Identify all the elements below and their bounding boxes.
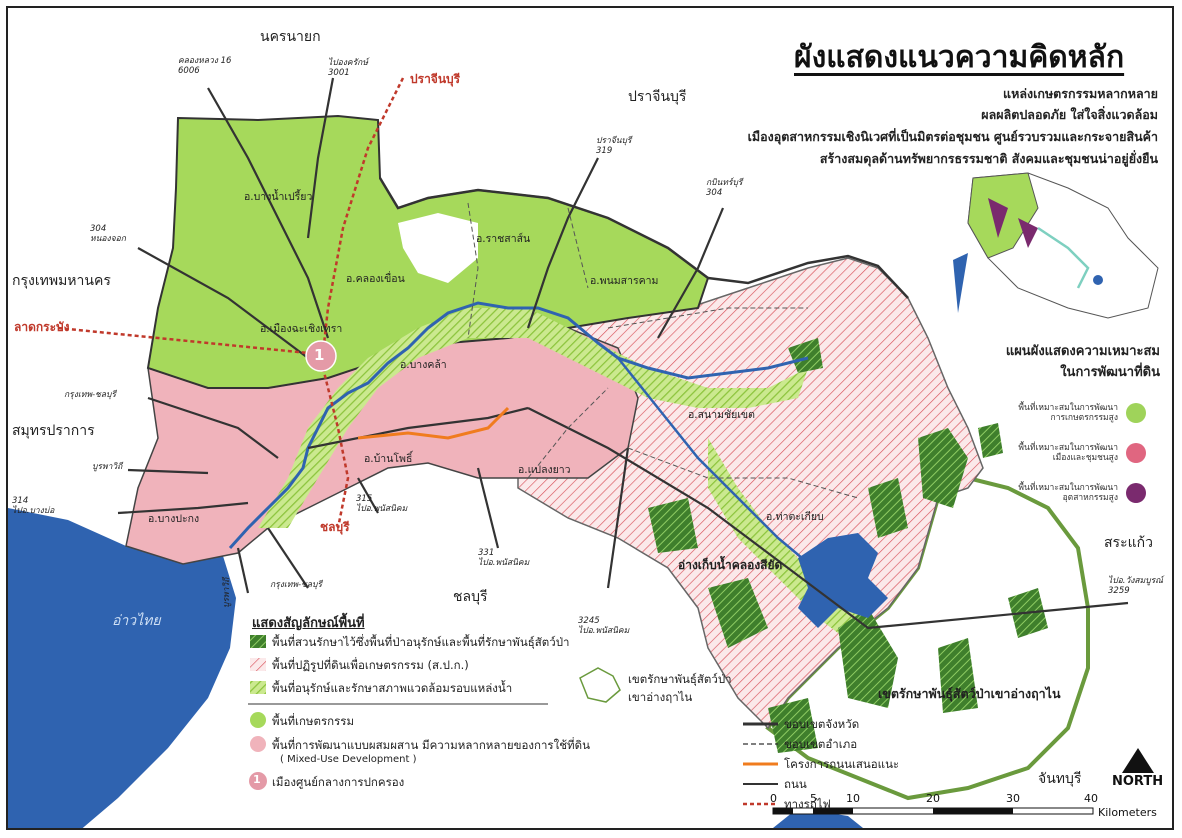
district-bang-khla: อ.บางคล้า	[400, 359, 447, 371]
district-ratchasan: อ.ราชสาส์น	[476, 233, 531, 245]
rail-label-prachinburi: ปราจีนบุรี	[410, 72, 461, 86]
scale-tick-5: 5	[810, 792, 817, 805]
proposed-road	[357, 406, 510, 440]
north-arrow-icon	[1122, 748, 1154, 773]
urban-white-area	[398, 213, 478, 283]
province-boundaries	[378, 177, 909, 299]
scale-unit: Kilometers	[1098, 806, 1157, 819]
reservoir-water	[798, 533, 888, 628]
suitability-swatch-urban	[1126, 443, 1146, 463]
map-canvas	[8, 77, 1159, 828]
reservoir-label: อ่างเก็บน้ำคลองสียัด	[678, 558, 783, 572]
legend-heading: แสดงสัญลักษณ์พื้นที่	[252, 616, 365, 631]
road-label-319: ปราจีนบุรี319	[596, 136, 632, 156]
legend-forest: พื้นที่สวนรักษาไว้ซึ่งพื้นที่ป่าอนุรักษ์…	[272, 635, 570, 649]
district-mueang: อ.เมืองฉะเชิงเทรา	[260, 323, 343, 335]
district-khlong-khuean: อ.คลองเขื่อน	[346, 273, 405, 285]
road-label-bkk-chon-a: กรุงเทพ-ชลบุรี	[64, 390, 116, 400]
district-plaeng-yao: อ.แปลงยาว	[518, 464, 571, 476]
scale-bar	[772, 807, 1094, 815]
rail-label-chonburi: ชลบุรี	[320, 520, 350, 534]
legend-water-conservation: พื้นที่อนุรักษ์และรักษาสภาพแวดล้อมรอบแหล…	[272, 681, 513, 695]
railways	[57, 77, 405, 529]
legend-admin-number: 1	[253, 773, 261, 786]
sanctuary-label: เขตรักษาพันธุ์สัตว์ป่าเขาอ่างฤาไน	[878, 686, 1061, 701]
scale-tick-10: 10	[846, 792, 860, 805]
legend-proposed-road: โครงการถนนเสนอแนะ	[784, 757, 900, 771]
legend-railway: ทางรถไฟ	[784, 797, 831, 811]
district-boundaries	[467, 202, 859, 499]
admin-center-marker	[305, 340, 337, 372]
subtitle-2: ผลผลิตปลอดภัย ใส่ใจสิ่งแวดล้อม	[981, 107, 1158, 122]
north-label: NORTH	[1112, 774, 1164, 789]
district-bang-nam-priao: อ.บางน้ำเปรี้ยว	[244, 191, 313, 203]
forest-patches	[648, 338, 1048, 753]
legend-land-reform: พื้นที่ปฏิรูปที่ดินเพื่อเกษตรกรรม (ส.ป.ก…	[272, 658, 469, 672]
river-branch	[617, 357, 809, 564]
legend-sanctuary: เขตรักษาพันธุ์สัตว์ป่า เขาอ่างฤาไน	[628, 672, 732, 704]
road-label-3259: ไปอ.วังสมบูรณ์3259	[1108, 576, 1164, 596]
district-sanam-chai-khet: อ.สนามชัยเขต	[688, 409, 755, 421]
subtitle-4: สร้างสมดุลด้านทรัพยากรธรรมชาติ สังคมและช…	[819, 151, 1158, 166]
road-label-burapha-b: บูรพาวิถี	[222, 577, 232, 608]
rail-label-lat-krabang: ลาดกระบัง	[14, 320, 70, 334]
roads	[117, 77, 1129, 630]
province-sa-kaeo: สระแก้ว	[1104, 535, 1153, 551]
line-legend	[743, 722, 778, 806]
suitability-swatch-agri	[1126, 403, 1146, 423]
legend-district-boundary: ขอบเขตอำเภอ	[784, 737, 858, 751]
bang-pakong-river	[228, 301, 809, 550]
legend-province-boundary: ขอบเขตจังหวัด	[784, 717, 860, 731]
province-nakhon-nayok: นครนายก	[260, 29, 321, 45]
legend-swatches	[248, 635, 621, 790]
road-label-bkk-chon-b: กรุงเทพ-ชลบุรี	[270, 580, 322, 590]
map-frame: ผังแสดงแนวความคิดหลัก แหล่งเกษตรกรรมหลาก…	[6, 6, 1174, 830]
scale-tick-20: 20	[926, 792, 940, 805]
legend-road: ถนน	[784, 777, 807, 791]
subtitle-1: แหล่งเกษตรกรรมหลากหลาย	[1003, 86, 1158, 101]
suitability-swatch-industry	[1126, 483, 1146, 503]
suitability-label-agri: พื้นที่เหมาะสมในการพัฒนาการเกษตรกรรมสูง	[1018, 403, 1118, 423]
scale-tick-30: 30	[1006, 792, 1020, 805]
subtitle-3: เมืองอุตสาหกรรมเชิงนิเวศที่เป็นมิตรต่อชุ…	[747, 129, 1158, 144]
legend-admin-center: เมืองศูนย์กลางการปกครอง	[272, 775, 405, 789]
suitability-heading: แผนผังแสดงความเหมาะสม ในการพัฒนาที่ดิน	[1005, 344, 1160, 380]
legend-mixed-use: พื้นที่การพัฒนาแบบผสมผสาน มีความหลากหลาย…	[272, 738, 590, 752]
suitability-label-industry: พื้นที่เหมาะสมในการพัฒนาอุตสาหกรรมสูง	[1018, 483, 1118, 503]
page-title: ผังแสดงแนวความคิดหลัก	[794, 40, 1125, 75]
sea-area	[8, 508, 236, 828]
suitability-label-urban: พื้นที่เหมาะสมในการพัฒนาเมืองและชุมชนสูง	[1018, 443, 1118, 463]
district-bang-pakong: อ.บางปะกง	[148, 513, 200, 525]
mini-map	[953, 172, 1159, 319]
road-label-304-kabin: กบินทร์บุรี304	[706, 178, 743, 198]
legend-mixed-use-en: ( Mixed-Use Development )	[280, 754, 417, 765]
scale-tick-0: 0	[770, 792, 777, 805]
gulf-of-thailand-label: อ่าวไทย	[112, 613, 161, 629]
district-phanom-sarakham: อ.พนมสารคาม	[590, 275, 659, 287]
district-ban-pho: อ.บ้านโพธิ์	[364, 453, 413, 465]
conservation-band	[258, 308, 808, 528]
province-prachinburi: ปราจีนบุรี	[628, 89, 687, 105]
legend-agriculture: พื้นที่เกษตรกรรม	[272, 714, 355, 728]
province-samut-prakan: สมุทรปราการ	[12, 423, 95, 439]
scale-tick-40: 40	[1084, 792, 1098, 805]
district-tha-takiap: อ.ท่าตะเกียบ	[766, 511, 824, 523]
province-chanthaburi: จันทบุรี	[1038, 771, 1082, 787]
province-chonburi: ชลบุรี	[453, 589, 488, 605]
road-label-3001: ไปองครักษ์3001	[328, 58, 368, 78]
province-bangkok: กรุงเทพมหานคร	[12, 273, 111, 289]
admin-center-number: 1	[314, 346, 325, 364]
road-label-burapha-a: บูรพาวิถี	[92, 462, 123, 472]
